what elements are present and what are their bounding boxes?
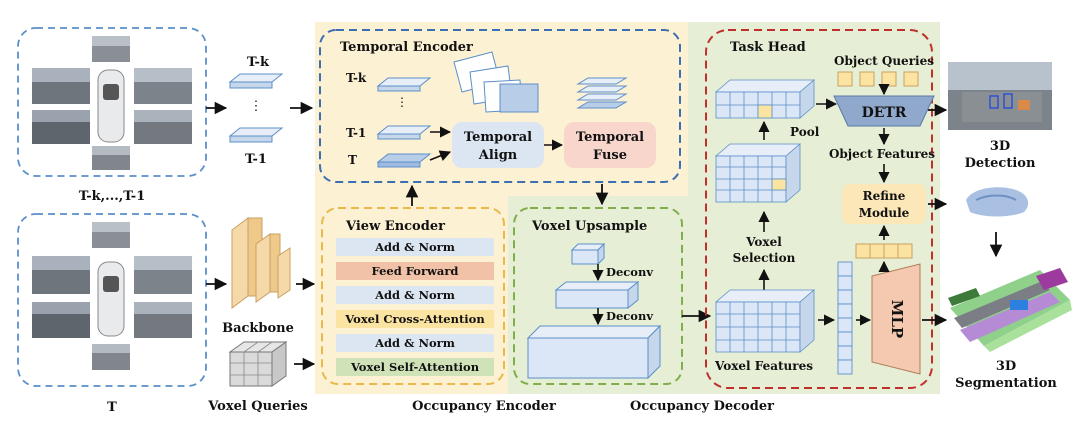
pool-label: Pool [790, 125, 820, 139]
upsample-block-small [570, 242, 606, 266]
layer-add-norm-3 [336, 334, 494, 352]
temporal-fuse-block [564, 122, 656, 168]
feature-label-tk: T-k [247, 55, 270, 70]
past-frames-camera-group [17, 27, 207, 177]
feature-ellipsis: ⋮ [250, 99, 263, 114]
feature-plane-tk [228, 73, 284, 89]
layer-voxel-self-attention [336, 358, 494, 376]
temporal-label-t: T [348, 153, 357, 167]
upsample-block-medium [554, 280, 640, 310]
temporal-ellipsis: ⋮ [396, 95, 408, 109]
object-query-tokens [837, 71, 919, 87]
warped-feature-planes [453, 51, 539, 113]
view-encoder-title: View Encoder [345, 219, 445, 234]
voxel-upsample-box [513, 207, 683, 385]
voxel-queries-label: Voxel Queries [207, 399, 307, 414]
layer-add-norm-1-label: Add & Norm [374, 240, 455, 254]
temporal-label-tk: T-k [346, 71, 367, 85]
refine-module-block [842, 184, 926, 224]
sparse-voxel-grid [714, 143, 802, 203]
feature-plane-t1 [228, 127, 284, 143]
voxel-features-label: Voxel Features [714, 359, 813, 373]
backbone-block [231, 217, 291, 309]
current-frame-camera-group [17, 213, 207, 387]
temporal-plane-tk [376, 77, 432, 92]
view-encoder-layers: Add & Norm Feed Forward Add & Norm Voxel… [336, 238, 494, 376]
task-head-box [705, 29, 933, 389]
task-head-title: Task Head [730, 40, 806, 55]
voxel-upsample-title: Voxel Upsample [531, 219, 647, 234]
layer-add-norm-2 [336, 286, 494, 304]
temporal-plane-t1 [376, 125, 432, 140]
layer-add-norm-2-label: Add & Norm [374, 288, 455, 302]
fused-feature-stack [576, 77, 628, 109]
temporal-fuse-line1: Temporal [576, 130, 644, 145]
segmentation-line1: 3D [996, 359, 1016, 374]
detr-label: DETR [862, 105, 907, 121]
object-queries-label: Object Queries [834, 54, 934, 68]
arrow-t-to-align [429, 150, 452, 161]
view-encoder-box [321, 207, 505, 385]
object-features-label: Object Features [829, 147, 935, 161]
layer-add-norm-1 [336, 238, 494, 256]
temporal-encoder-box [319, 29, 681, 183]
detection-line1: 3D [990, 139, 1010, 154]
detr-block [833, 95, 935, 127]
layer-voxel-cross-attention-label: Voxel Cross-Attention [344, 312, 485, 326]
temporal-plane-t [376, 153, 432, 168]
voxel-features-grid [714, 289, 816, 353]
temporal-align-line1: Temporal [464, 130, 532, 145]
deconv-label-1: Deconv [606, 265, 653, 279]
voxel-queries-cube [228, 341, 288, 387]
refine-line1: Refine [863, 189, 906, 203]
temporal-label-t1: T-1 [346, 126, 366, 140]
current-frame-caption: T [107, 400, 117, 415]
segmentation-line2: Segmentation [955, 376, 1057, 391]
temporal-fuse-line2: Fuse [593, 148, 627, 163]
layer-feed-forward [336, 262, 494, 280]
feature-label-t1: T-1 [245, 152, 267, 167]
segmentation-image [948, 268, 1072, 352]
temporal-align-line2: Align [478, 148, 518, 163]
occupancy-encoder-caption: Occupancy Encoder [412, 399, 556, 414]
detection-line2: Detection [965, 156, 1036, 171]
refined-object-shape [966, 187, 1029, 217]
layer-add-norm-3-label: Add & Norm [374, 336, 455, 350]
temporal-align-block [452, 122, 544, 168]
layer-voxel-cross-attention [336, 310, 494, 328]
past-frames-caption: T-k,...,T-1 [79, 189, 146, 204]
layer-voxel-self-attention-label: Voxel Self-Attention [350, 360, 480, 374]
voxel-selection-line2: Selection [733, 251, 796, 265]
mlp-label: MLP [888, 300, 906, 338]
feature-vector-column [837, 261, 853, 375]
temporal-encoder-title: Temporal Encoder [340, 40, 473, 55]
mlp-block [871, 263, 921, 375]
occupancy-decoder-caption: Occupancy Decoder [630, 399, 774, 414]
voxel-selection-line1: Voxel [745, 235, 782, 249]
mlp-output-tokens [855, 243, 913, 259]
refine-line2: Module [859, 206, 910, 220]
detection-image [948, 62, 1052, 130]
upsample-block-large [526, 324, 662, 380]
deconv-label-2: Deconv [606, 309, 653, 323]
selected-voxel-grid [714, 79, 816, 119]
layer-feed-forward-label: Feed Forward [372, 264, 459, 278]
backbone-label: Backbone [222, 321, 294, 336]
